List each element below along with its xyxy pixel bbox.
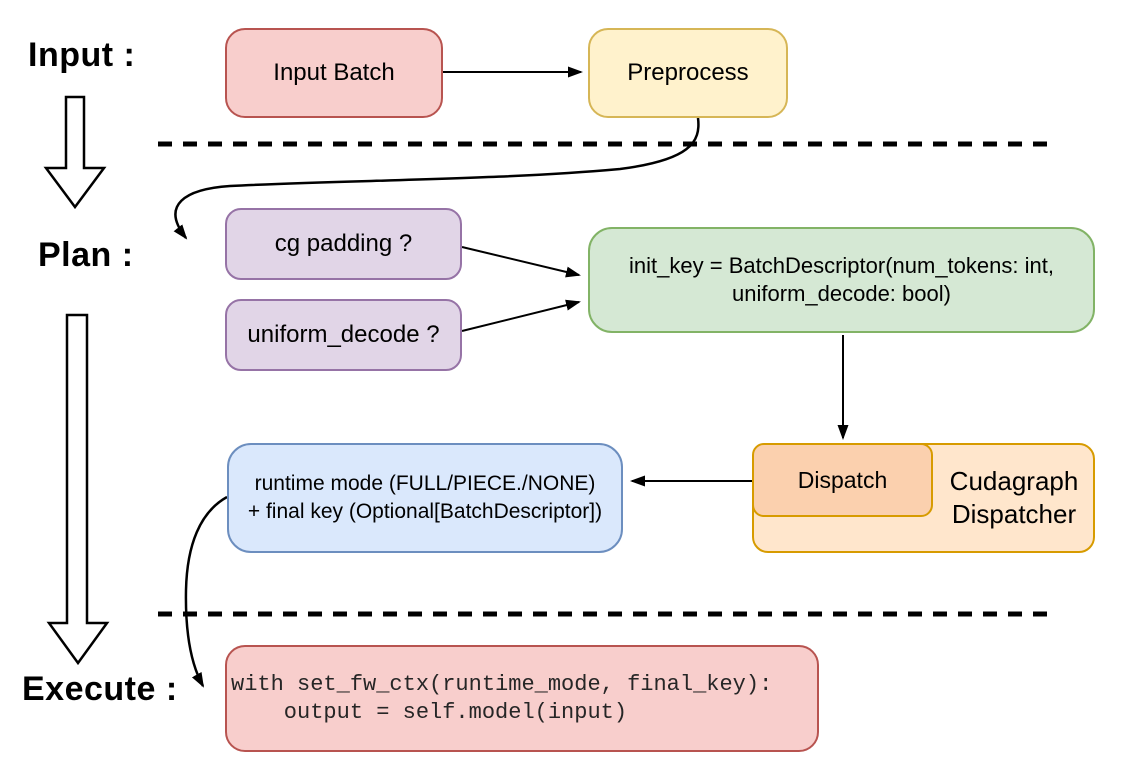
node-runtime-mode-line2: + final key (Optional[BatchDescriptor]) xyxy=(247,500,603,523)
node-input-batch: Input Batch xyxy=(225,28,443,118)
cudagraph-dispatcher-line1: Cudagraph xyxy=(949,466,1079,496)
execute-code-line1: with set_fw_ctx(runtime_mode, final_key)… xyxy=(231,671,773,697)
stage-label-execute: Execute : xyxy=(22,670,178,708)
node-dispatch-label: Dispatch xyxy=(797,466,888,493)
node-uniform-decode: uniform_decode ? xyxy=(225,299,462,371)
node-input-batch-label: Input Batch xyxy=(273,59,395,86)
connector-uniformdecode-to-initkey xyxy=(461,299,581,332)
node-runtime-mode-line1: runtime mode (FULL/PIECE./NONE) xyxy=(254,472,596,495)
node-dispatch: Dispatch xyxy=(752,443,933,517)
node-cg-padding-label: cg padding ? xyxy=(274,230,413,257)
node-cg-padding: cg padding ? xyxy=(225,208,462,280)
node-init-key-line2: uniform_decode: bool) xyxy=(732,281,951,306)
stage-arrow-input-to-plan xyxy=(43,95,107,210)
node-runtime-mode: runtime mode (FULL/PIECE./NONE) + final … xyxy=(227,443,623,553)
node-init-key: init_key = BatchDescriptor(num_tokens: i… xyxy=(588,227,1095,333)
cudagraph-dispatcher-line2: Dispatcher xyxy=(951,499,1077,529)
connector-runtimemode-to-executecode xyxy=(184,495,228,688)
node-init-key-line1: init_key = BatchDescriptor(num_tokens: i… xyxy=(629,253,1054,278)
cudagraph-dispatcher-label: Cudagraph Dispatcher xyxy=(933,443,1095,553)
stage-label-plan: Plan : xyxy=(38,236,134,274)
execute-code-line2: output = self.model(input) xyxy=(231,699,628,725)
node-uniform-decode-label: uniform_decode ? xyxy=(247,321,440,348)
node-execute-code: with set_fw_ctx(runtime_mode, final_key)… xyxy=(225,645,819,752)
node-preprocess-label: Preprocess xyxy=(627,59,749,86)
stage-arrow-plan-to-execute xyxy=(46,313,110,666)
stage-label-input: Input : xyxy=(28,36,136,74)
node-preprocess: Preprocess xyxy=(588,28,788,118)
connector-cgpadding-to-initkey xyxy=(461,246,581,278)
